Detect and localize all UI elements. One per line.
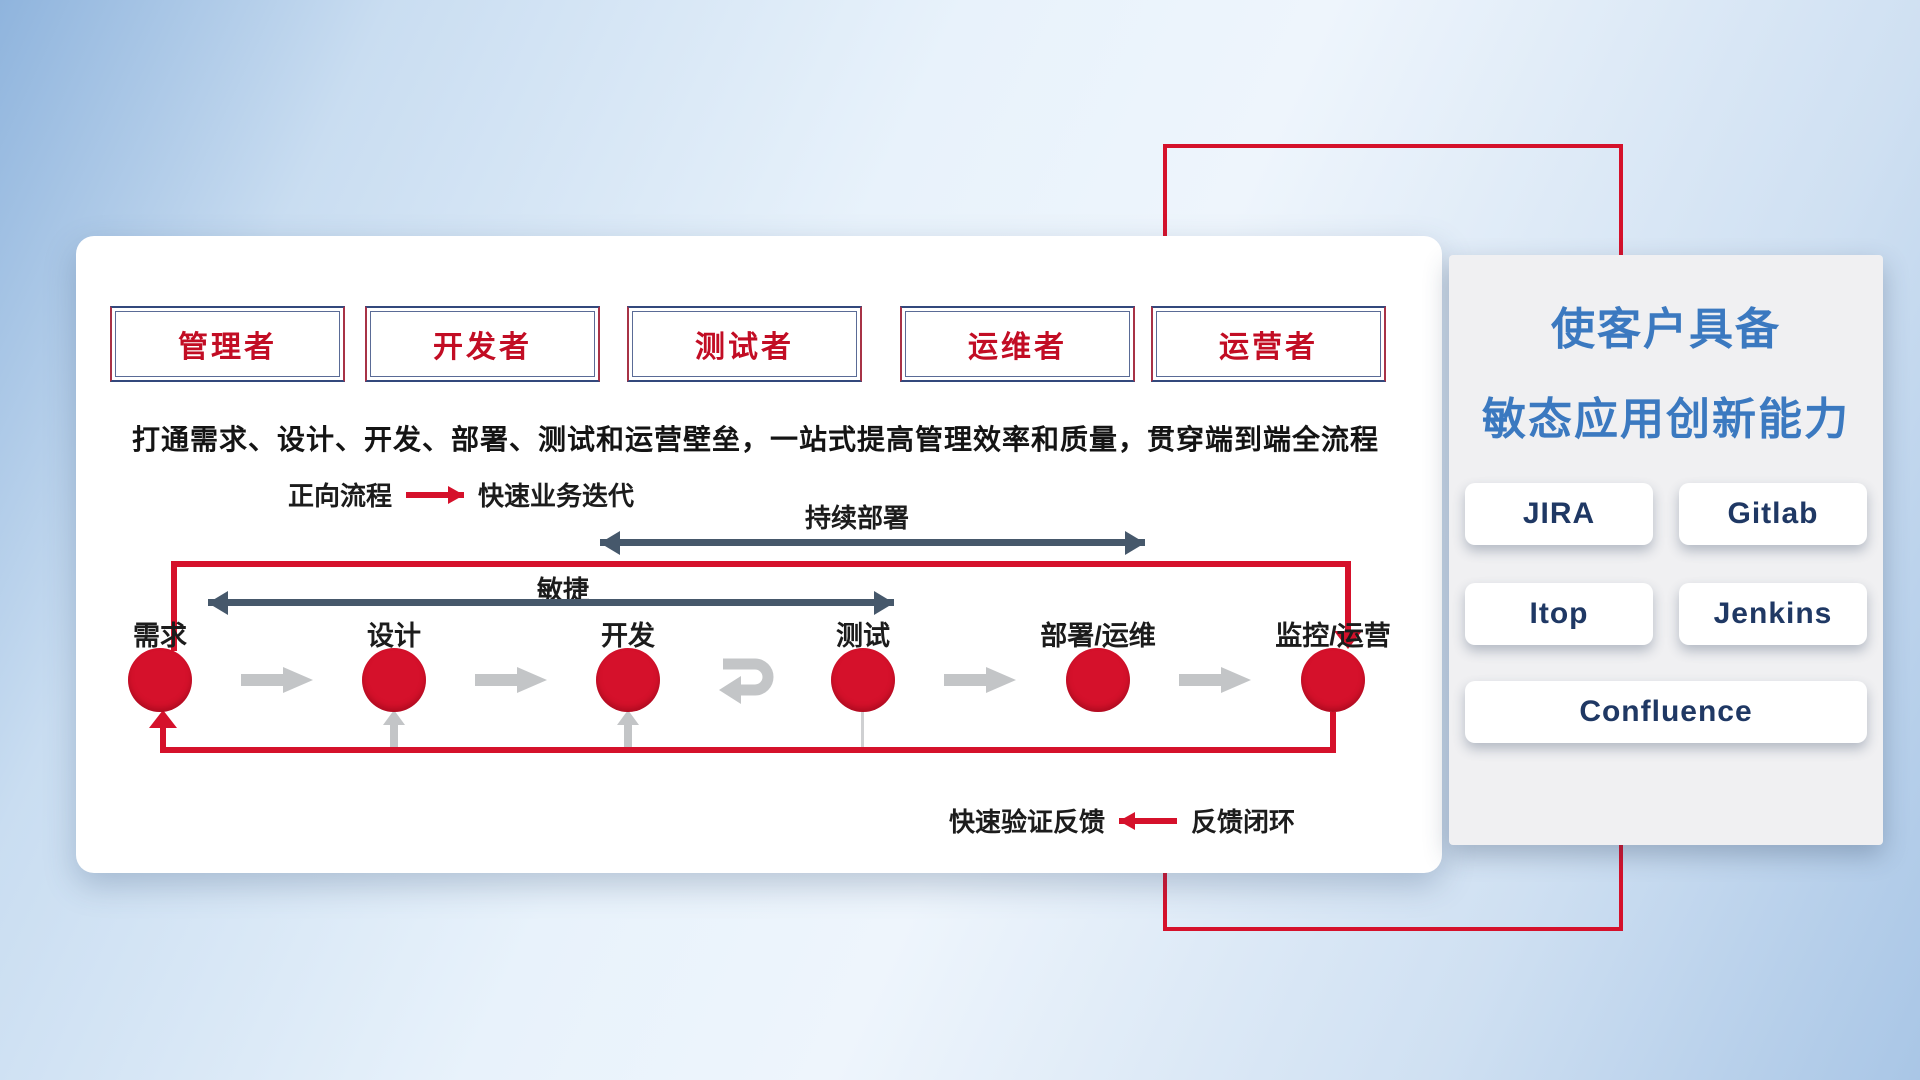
- forward-flow-value: 快速业务迭代: [478, 481, 635, 511]
- flow-arrow-icon: [475, 667, 547, 693]
- feedback-up-arrow-icon: [617, 710, 639, 725]
- forward-flow-label: 正向流程: [288, 481, 393, 511]
- process-description: 打通需求、设计、开发、部署、测试和运营壁垒，一站式提高管理效率和质量，贯穿端到端…: [132, 424, 1380, 455]
- role-box-manager: 管理者: [110, 306, 345, 382]
- feedback-arrow-icon: [1119, 817, 1178, 824]
- feedback-connector-line: [861, 712, 864, 747]
- stage-label-monitor-ops: 监控/运营: [1275, 621, 1391, 651]
- feedback-up-arrow-shaft: [390, 725, 398, 747]
- forward-loop-line-top: [171, 561, 1351, 567]
- stage-label-deploy-ops: 部署/运维: [1040, 621, 1156, 651]
- feedback-loop-line-right: [1330, 712, 1336, 753]
- role-box-operations: 运维者: [900, 306, 1135, 382]
- capability-panel: 使客户具备 敏态应用创新能力 JIRA Gitlab Itop Jenkins …: [1449, 255, 1883, 845]
- flow-arrow-icon: [1179, 667, 1251, 693]
- tool-card-confluence: Confluence: [1465, 681, 1867, 743]
- stage-label-testing: 测试: [836, 621, 890, 651]
- feedback-legend: 快速验证反馈 反馈闭环: [949, 802, 1295, 839]
- stage-dot-requirements: [128, 648, 192, 712]
- continuous-deployment-label: 持续部署: [804, 503, 909, 533]
- forward-legend: 正向流程 快速业务迭代: [288, 476, 634, 513]
- feedback-loop-label: 反馈闭环: [1191, 807, 1296, 837]
- flow-arrow-icon: [944, 667, 1016, 693]
- feedback-loop-line-bottom: [160, 747, 1336, 753]
- flow-arrow-icon: [241, 667, 313, 693]
- stage-label-design: 设计: [367, 621, 421, 651]
- stage-dot-development: [596, 648, 660, 712]
- feedback-loop-line-left: [160, 726, 166, 753]
- forward-loop-line-left: [171, 561, 177, 651]
- stage-dot-testing: [831, 648, 895, 712]
- continuous-deployment-arrow-icon: [600, 539, 1145, 546]
- stage-label-requirements: 需求: [133, 621, 187, 651]
- agile-arrow-icon: [208, 599, 894, 606]
- feedback-value-label: 快速验证反馈: [949, 807, 1106, 837]
- forward-arrow-icon: [406, 491, 465, 498]
- role-box-business: 运营者: [1151, 306, 1386, 382]
- tool-card-jenkins: Jenkins: [1679, 583, 1867, 645]
- stage-label-development: 开发: [601, 621, 655, 651]
- stage-dot-design: [362, 648, 426, 712]
- feedback-loop-arrow-icon: [149, 710, 177, 728]
- forward-loop-arrow-icon: [1334, 631, 1362, 649]
- forward-loop-line-right: [1345, 561, 1351, 633]
- role-box-tester: 测试者: [627, 306, 862, 382]
- iteration-loop-icon: [719, 658, 774, 704]
- capability-title-line2: 敏态应用创新能力: [1482, 395, 1850, 444]
- tool-card-itop: Itop: [1465, 583, 1653, 645]
- tool-card-gitlab: Gitlab: [1679, 483, 1867, 545]
- devops-process-panel: 管理者 开发者 测试者 运维者 运营者 打通需求、设计、开发、部署、测试和运营壁…: [76, 236, 1442, 873]
- stage-dot-deploy-ops: [1066, 648, 1130, 712]
- tool-card-jira: JIRA: [1465, 483, 1653, 545]
- role-box-developer: 开发者: [365, 306, 600, 382]
- feedback-up-arrow-icon: [383, 710, 405, 725]
- capability-title-line1: 使客户具备: [1551, 305, 1781, 354]
- stage-dot-monitor-ops: [1301, 648, 1365, 712]
- feedback-up-arrow-shaft: [624, 725, 632, 747]
